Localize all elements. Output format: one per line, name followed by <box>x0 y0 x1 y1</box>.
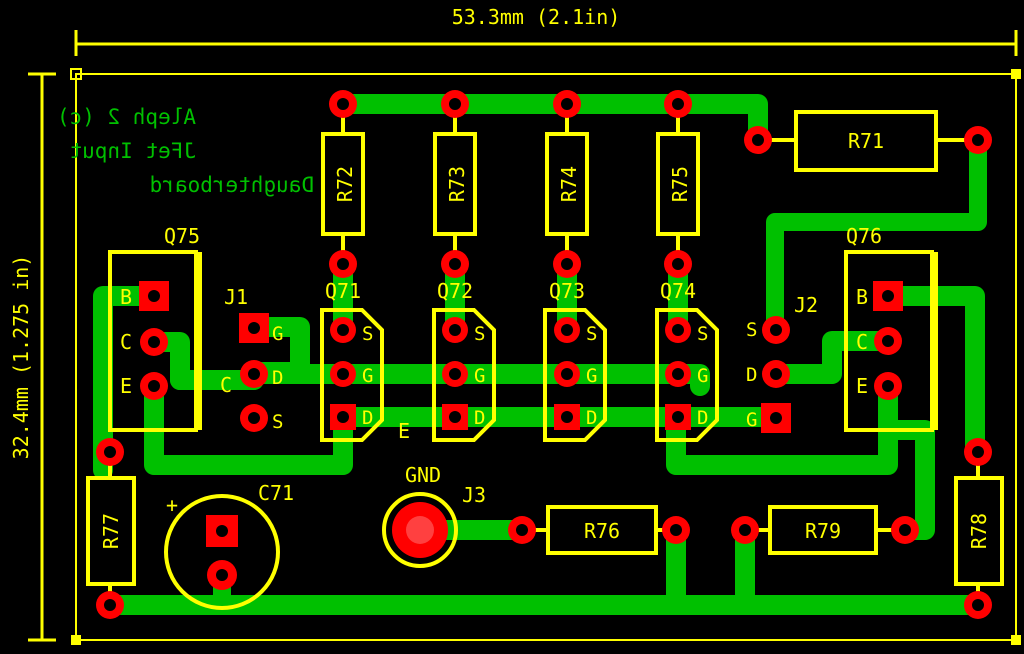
q75-label: Q75 <box>164 224 200 248</box>
q72-pin-s: S <box>474 323 485 345</box>
r73-label: R73 <box>445 166 469 202</box>
q73-pin-s: S <box>586 323 597 345</box>
resistor-r76: R76 <box>522 505 676 555</box>
title-line-2: JFet Input <box>70 139 196 163</box>
q73-label: Q73 <box>549 279 585 303</box>
title-line-1: Aleph 2 (c) <box>57 105 196 129</box>
q76-label: Q76 <box>846 224 882 248</box>
pads <box>96 90 992 619</box>
j1-pin-d: D <box>272 367 283 389</box>
jfet-q74: Q74 S G D <box>655 279 719 442</box>
q74-pin-s: S <box>697 323 708 345</box>
r72-label: R72 <box>333 166 357 202</box>
dimension-height: 32.4mm (1.275 in) <box>9 72 56 642</box>
round-pads <box>96 90 992 619</box>
q73-pin-d: D <box>586 407 597 429</box>
connector-j3-gnd: GND J3 <box>382 463 486 568</box>
title-line-3: Daughterboard <box>150 173 314 197</box>
transistor-q76: Q76 B C E <box>844 224 938 432</box>
jfet-q73: Q73 S G D <box>543 279 607 442</box>
transistor-q75: Q75 B C E <box>108 224 202 432</box>
jfet-q71: Q71 S G D <box>320 279 384 442</box>
resistor-r78: R78 <box>954 452 1004 605</box>
r78-label: R78 <box>967 513 991 549</box>
q71-label: Q71 <box>325 279 361 303</box>
q72-pin-d: D <box>474 407 485 429</box>
resistor-r72: R72 <box>321 104 365 264</box>
j2-pin-s: S <box>746 319 757 341</box>
q75-pin-b: B <box>120 285 132 309</box>
resistor-r77: R77 <box>86 452 136 605</box>
r76-label: R76 <box>584 519 620 543</box>
q72-label: Q72 <box>437 279 473 303</box>
q71-pin-s: S <box>362 323 373 345</box>
gnd-label: GND <box>405 463 441 487</box>
square-pads <box>139 281 903 547</box>
r79-label: R79 <box>805 519 841 543</box>
resistor-r71: R71 <box>758 110 978 172</box>
q76-pin-e: E <box>856 374 868 398</box>
q72-pin-g: G <box>474 365 485 387</box>
r75-label: R75 <box>668 166 692 202</box>
c71-label: C71 <box>258 481 294 505</box>
q74-pin-d: D <box>697 407 708 429</box>
resistor-r74: R74 <box>545 104 589 264</box>
j1-pin-s: S <box>272 411 283 433</box>
e-net-label: E <box>398 419 410 443</box>
height-label: 32.4mm (1.275 in) <box>9 255 33 460</box>
r71-label: R71 <box>848 129 884 153</box>
connector-j2: J2 S D G <box>746 293 818 431</box>
q76-pin-c: C <box>856 330 868 354</box>
q74-pin-g: G <box>697 365 708 387</box>
j2-pin-g: G <box>746 409 757 431</box>
q75-pin-c: C <box>120 330 132 354</box>
c71-plus: + <box>166 493 178 517</box>
j1-c-label: C <box>220 373 232 397</box>
j1-pin-g: G <box>272 323 283 345</box>
jfet-q72: Q72 S G D <box>432 279 496 442</box>
q76-pin-b: B <box>856 285 868 309</box>
r77-label: R77 <box>99 513 123 549</box>
width-label: 53.3mm (2.1in) <box>452 5 621 29</box>
q71-pin-g: G <box>362 365 373 387</box>
q74-label: Q74 <box>660 279 696 303</box>
j1-label: J1 <box>224 285 248 309</box>
j2-pin-d: D <box>746 364 757 386</box>
capacitor-c71: C71 + <box>164 481 294 610</box>
r74-label: R74 <box>557 166 581 202</box>
q73-pin-g: G <box>586 365 597 387</box>
dimension-width: 53.3mm (2.1in) <box>74 5 1018 56</box>
connector-j1: J1 G D S C <box>220 285 283 433</box>
j3-label: J3 <box>462 483 486 507</box>
title-block: Aleph 2 (c) JFet Input Daughterboard <box>57 105 314 197</box>
j2-label: J2 <box>794 293 818 317</box>
q71-pin-d: D <box>362 407 373 429</box>
resistor-r79: R79 <box>745 505 905 555</box>
q75-pin-e: E <box>120 374 132 398</box>
board-outline <box>70 68 1021 645</box>
